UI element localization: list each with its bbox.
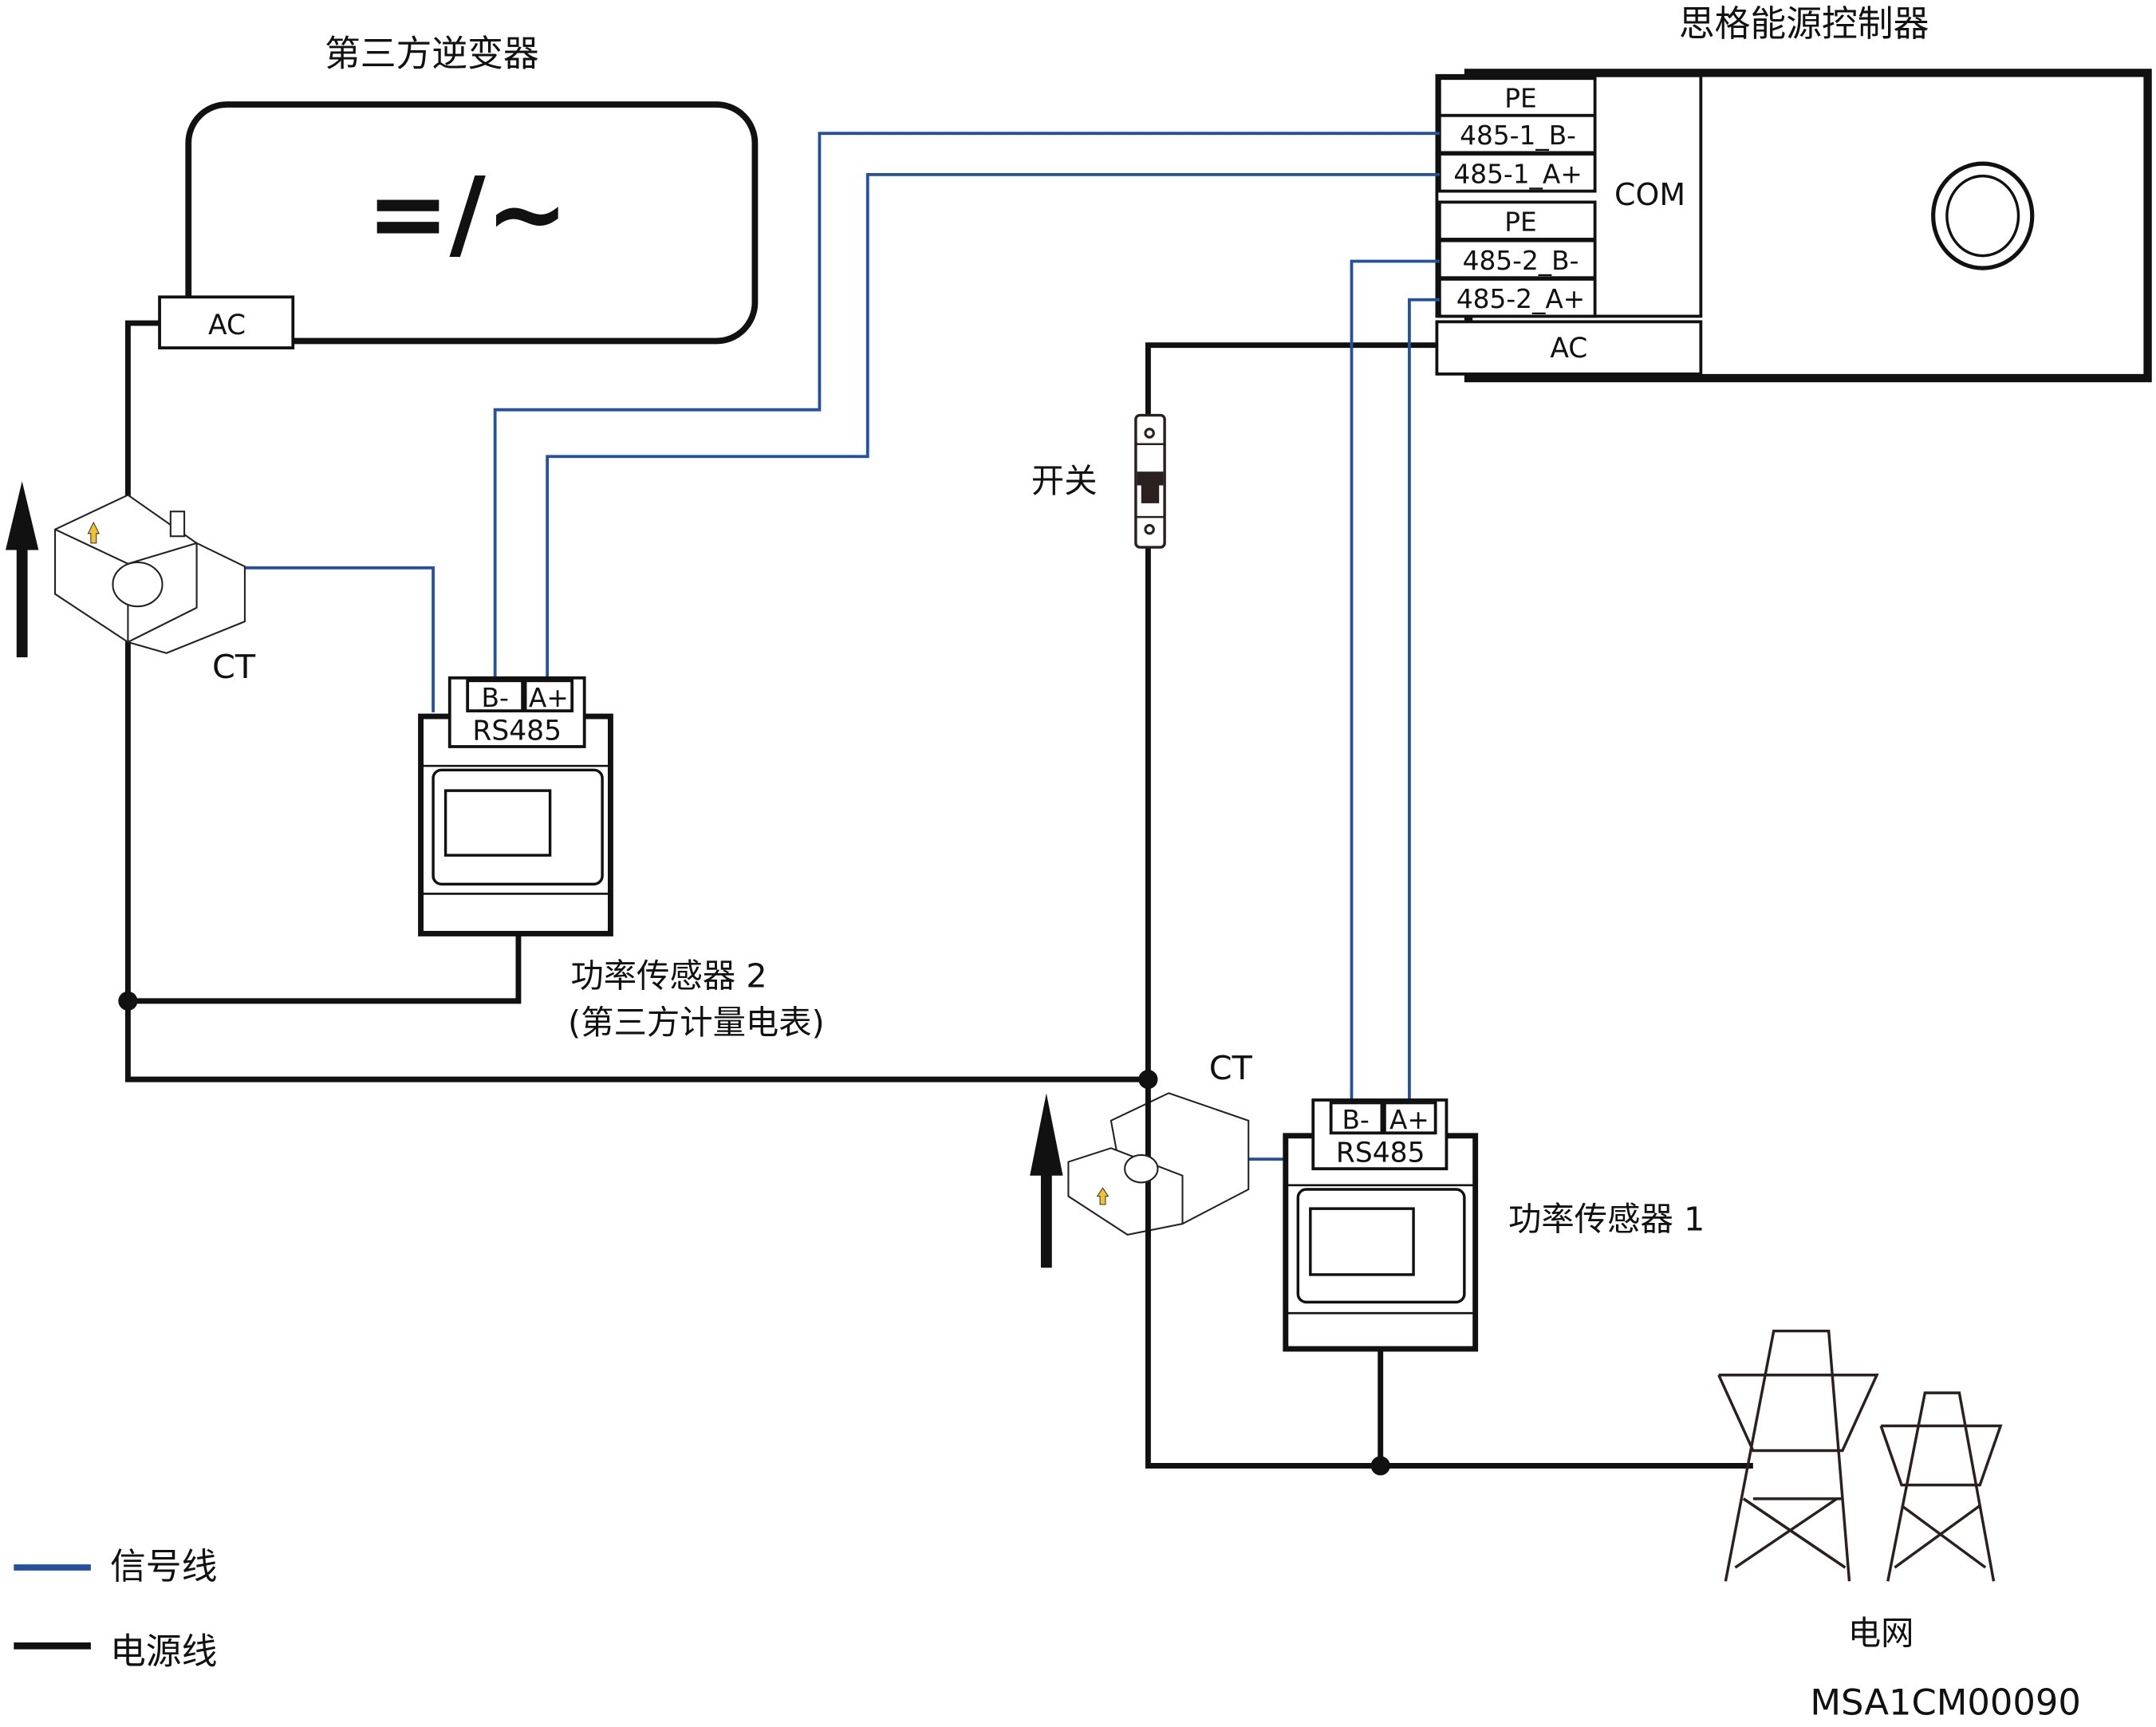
controller-port-pe-2: PE <box>1437 200 1597 241</box>
power-sensor-1: B- A+ RS485 功率传感器 1 <box>1283 1098 1705 1352</box>
svg-text:485-2_B-: 485-2_B- <box>1463 246 1579 276</box>
svg-text:485-1_B-: 485-1_B- <box>1460 120 1576 151</box>
legend: 信号线 电源线 <box>14 1545 217 1673</box>
controller-ac-port <box>1435 320 1703 376</box>
svg-text:PE: PE <box>1504 83 1536 113</box>
controller-port-485-2-b: 485-2_B- <box>1437 239 1597 280</box>
current-direction-arrow-icon <box>5 481 39 657</box>
controller-led-icon <box>1931 161 2035 270</box>
meter2-subname: (第三方计量电表) <box>568 1003 825 1042</box>
power-sensor-2: B- A+ RS485 功率传感器 2 (第三方计量电表) <box>418 676 825 1042</box>
controller-port-pe-1: PE <box>1437 77 1597 117</box>
controller-port-485-1-a: 485-1_A+ <box>1437 152 1597 193</box>
inverter-title: 第三方逆变器 <box>325 33 539 75</box>
meter2-bus-label: RS485 <box>472 715 562 747</box>
controller-title: 思格能源控制器 <box>1679 2 1929 45</box>
controller-ac-label: AC <box>1550 333 1587 365</box>
inverter-ac-label: AC <box>208 310 246 341</box>
meter2-a-label: A+ <box>529 683 569 713</box>
power-grid-tower-icon <box>1717 1329 2003 1582</box>
current-direction-arrow-icon <box>1030 1093 1063 1268</box>
meter1-a-label: A+ <box>1389 1105 1429 1135</box>
meter1-bus-label: RS485 <box>1336 1138 1425 1169</box>
meter2-b-label: B- <box>481 683 508 713</box>
inverter-ac-port <box>158 295 295 349</box>
signal-wires <box>244 132 1440 1161</box>
junction-dot <box>118 991 138 1011</box>
inverter-body <box>185 101 759 345</box>
sig-energy-controller: 思格能源控制器 PE 485-1_B- 485-1_A+ PE 485-2_B-… <box>1435 2 2152 383</box>
ct-arrow-icon <box>87 521 101 544</box>
ct-right: CT <box>1030 1049 1253 1268</box>
svg-text:485-1_A+: 485-1_A+ <box>1453 159 1582 189</box>
ct-left: CT <box>5 481 256 686</box>
legend-power-label: 电源线 <box>110 1630 217 1673</box>
inverter-symbol: =/~ <box>367 156 569 271</box>
svg-text:PE: PE <box>1504 207 1536 238</box>
switch-label: 开关 <box>1031 462 1098 500</box>
junction-dot <box>1138 1070 1158 1090</box>
legend-signal-label: 信号线 <box>110 1545 217 1587</box>
controller-port-485-1-b: 485-1_B- <box>1437 113 1597 155</box>
svg-text:485-2_A+: 485-2_A+ <box>1456 284 1585 314</box>
power-wires <box>118 320 1753 1476</box>
third-party-inverter: 第三方逆变器 =/~ AC <box>158 33 759 349</box>
meter1-name: 功率传感器 1 <box>1508 1201 1705 1239</box>
ct-left-label: CT <box>212 648 256 686</box>
meter2-name: 功率传感器 2 <box>570 957 767 996</box>
ct-arrow-icon <box>1096 1187 1110 1205</box>
grid-label: 电网 <box>1848 1615 1914 1653</box>
meter1-b-label: B- <box>1342 1105 1370 1135</box>
ct-right-label: CT <box>1209 1049 1253 1087</box>
junction-dot <box>1370 1456 1390 1476</box>
com-label: COM <box>1614 177 1685 212</box>
controller-port-485-2-a: 485-2_A+ <box>1437 278 1597 318</box>
document-code: MSA1CM00090 <box>1810 1681 2081 1723</box>
circuit-breaker-switch: 开关 <box>1031 413 1166 549</box>
